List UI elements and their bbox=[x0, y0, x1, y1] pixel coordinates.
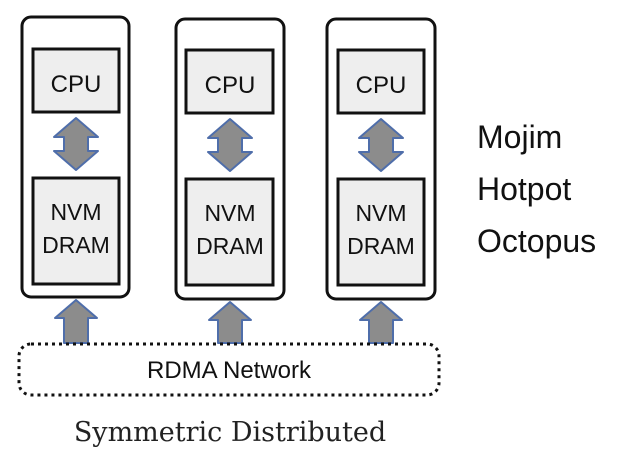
node-3-cpu-box bbox=[336, 48, 426, 115]
node-2-memory-box bbox=[184, 177, 275, 287]
node-3-memory-box bbox=[336, 177, 426, 287]
rdma-network-label: RDMA Network bbox=[147, 357, 312, 384]
node-3-cpu-memory-arrow bbox=[358, 118, 404, 172]
node-3-cpu-label: CPU bbox=[356, 72, 407, 99]
node-2-nvm-label: NVM bbox=[204, 200, 255, 226]
network-arrow-node-3 bbox=[359, 301, 403, 344]
node-2-cpu-label: CPU bbox=[205, 72, 256, 99]
node-3-frame bbox=[325, 17, 437, 301]
node-2-frame bbox=[174, 17, 286, 301]
node-3-nvm-label: NVM bbox=[355, 200, 406, 226]
node-1-dram-label: DRAM bbox=[42, 232, 110, 258]
node-1-nvm-label: NVM bbox=[50, 199, 101, 225]
rdma-network: RDMA Network bbox=[17, 342, 441, 397]
network-arrow-node-1 bbox=[54, 299, 98, 344]
diagram-caption: Symmetric Distributed bbox=[74, 417, 386, 448]
node-1: CPU NVM DRAM bbox=[20, 15, 131, 299]
systems-list: Mojim Hotpot Octopus bbox=[477, 119, 596, 259]
system-octopus: Octopus bbox=[477, 223, 596, 259]
system-hotpot: Hotpot bbox=[477, 171, 571, 207]
node-2: CPU NVM DRAM bbox=[174, 17, 286, 301]
node-1-cpu-box bbox=[31, 47, 121, 114]
node-2-cpu-memory-arrow bbox=[207, 118, 253, 172]
node-2-cpu-box bbox=[184, 48, 275, 115]
node-1-cpu-memory-arrow bbox=[53, 117, 99, 171]
rdma-network-box bbox=[17, 342, 441, 397]
node-3: CPU NVM DRAM bbox=[325, 17, 437, 301]
node-2-dram-label: DRAM bbox=[196, 233, 264, 259]
network-arrow-node-2 bbox=[208, 301, 252, 344]
node-3-dram-label: DRAM bbox=[347, 233, 415, 259]
system-mojim: Mojim bbox=[477, 119, 562, 155]
node-1-frame bbox=[20, 15, 131, 299]
node-1-memory-box bbox=[31, 176, 121, 286]
node-1-cpu-label: CPU bbox=[51, 71, 102, 98]
